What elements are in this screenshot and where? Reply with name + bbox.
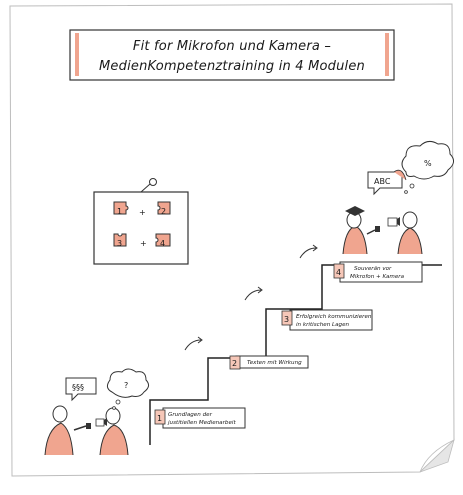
arrow-icon <box>244 289 262 301</box>
puzzle-piece-2: 2 <box>157 201 171 216</box>
title-line-1: Fit for Mikrofon und Kamera – <box>133 39 331 54</box>
camera-icon <box>387 217 398 227</box>
step-number-badge <box>229 355 241 370</box>
puzzle-piece-3: 3 <box>113 233 127 248</box>
puzzle-piece-1: 1 <box>113 201 129 216</box>
step-4: 4 Souverän vor Mikrofon + Kamera <box>333 261 423 283</box>
svg-text:3: 3 <box>117 239 122 248</box>
svg-text:%: % <box>424 159 432 168</box>
figure-top-graduate <box>342 206 380 255</box>
puzzle-piece-4: 4 <box>155 233 171 248</box>
microphone-icon <box>375 226 380 232</box>
step-1: 1 Grundlagen der justitiellen Medienarbe… <box>154 407 246 429</box>
svg-text:ABC: ABC <box>374 177 391 186</box>
svg-text:1: 1 <box>157 414 162 423</box>
graduation-cap-icon <box>345 206 365 216</box>
speech-bubble-abc: ABC <box>367 169 407 196</box>
microphone-icon <box>86 423 91 429</box>
paper-curl <box>419 438 455 473</box>
svg-text:2: 2 <box>161 207 166 216</box>
svg-text:1: 1 <box>117 207 122 216</box>
svg-text:4: 4 <box>160 239 165 248</box>
puzzle-board: 1 + 2 3 + 4 <box>93 178 189 265</box>
figure-top-camera-person <box>387 211 423 255</box>
puzzle-plus-1: + <box>139 208 146 217</box>
puzzle-plus-2: + <box>140 239 147 248</box>
camera-icon <box>95 418 105 427</box>
svg-text:§§§: §§§ <box>72 383 84 392</box>
figure-left-person <box>44 405 91 456</box>
title-box: Fit for Mikrofon und Kamera – MedienKomp… <box>69 29 395 81</box>
svg-text:3: 3 <box>284 315 289 324</box>
step-number-badge <box>281 310 293 326</box>
step-3-label-line-2: in kritischen Lagen <box>296 322 350 328</box>
step-number-badge <box>333 263 345 279</box>
title-accent-left <box>75 33 79 76</box>
thought-bubble-top: % <box>401 140 454 194</box>
step-1-label-line-1: Grundlagen der <box>168 412 213 418</box>
step-2: 2 Texten mit Wirkung <box>229 355 309 370</box>
svg-text:4: 4 <box>336 268 341 277</box>
svg-text:?: ? <box>124 381 128 390</box>
step-3: 3 Erfolgreich kommunizieren in kritische… <box>281 309 373 331</box>
step-1-label-line-2: justitiellen Medienarbeit <box>167 420 236 426</box>
thought-bubble-question: ? <box>106 368 150 410</box>
arrow-icon <box>299 247 317 259</box>
step-number-badge <box>154 409 166 425</box>
step-arrows <box>184 244 318 351</box>
figure-right-person <box>95 407 129 456</box>
speech-bubble-paragraphs: §§§ <box>65 377 97 402</box>
title-line-2: MedienKompetenztraining in 4 Modulen <box>99 59 365 74</box>
step-4-label-line-2: Mikrofon + Kamera <box>350 274 405 280</box>
svg-text:2: 2 <box>232 359 237 368</box>
step-3-label-line-1: Erfolgreich kommunizieren <box>296 314 372 320</box>
title-accent-right <box>385 33 389 76</box>
step-4-label-line-1: Souverän vor <box>354 266 392 272</box>
step-2-label: Texten mit Wirkung <box>247 360 302 366</box>
arrow-icon <box>184 339 202 351</box>
paper-sheet <box>9 3 455 477</box>
pin-icon <box>149 178 157 186</box>
